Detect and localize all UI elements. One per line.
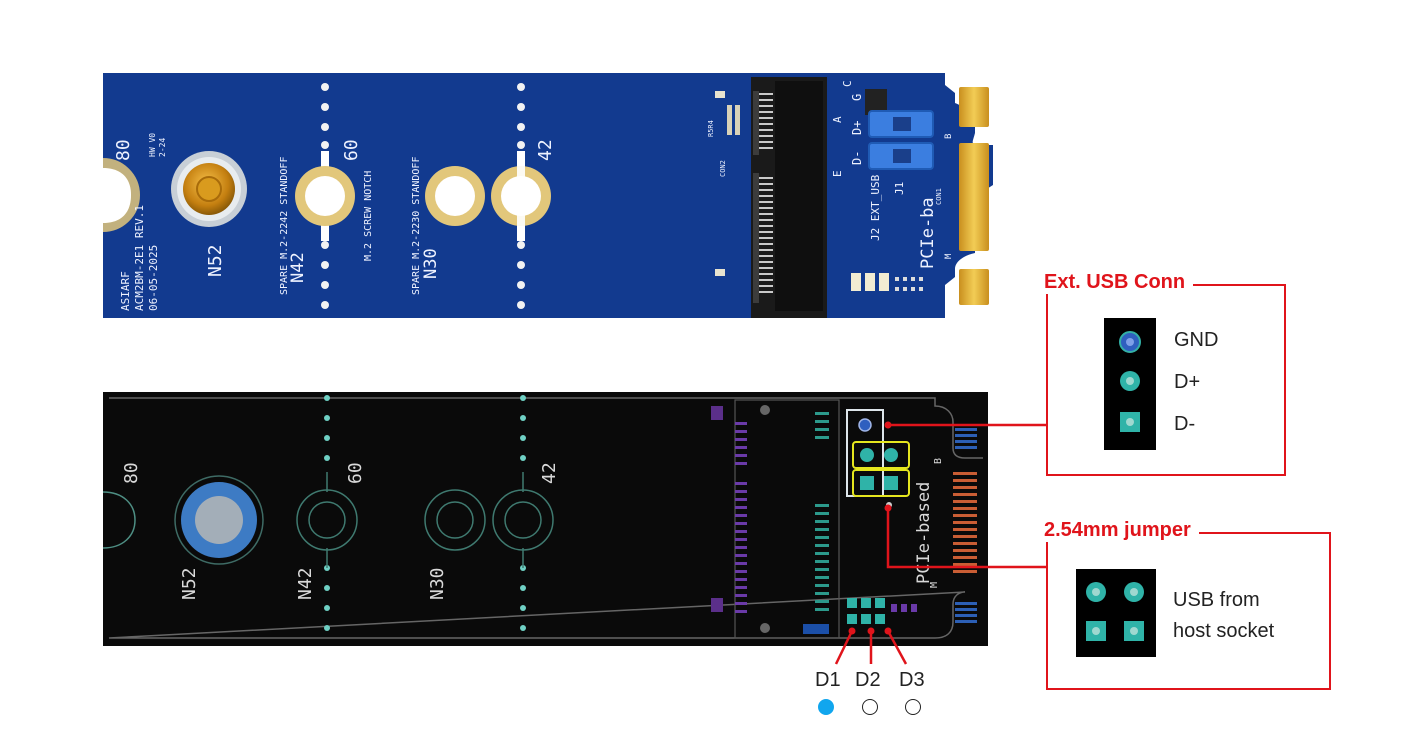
ext-usb-pin-icons bbox=[1119, 331, 1141, 432]
silk-m: M bbox=[944, 253, 954, 259]
jumper-desc-line1: USB from bbox=[1173, 589, 1260, 611]
silk-80: 80 bbox=[113, 139, 134, 161]
silk-b: B bbox=[944, 134, 954, 139]
led-label-d2: D2 bbox=[855, 669, 881, 691]
pcb-bottom-layout: 80 N52 N42 60 N30 42 PCIe-based B M bbox=[103, 392, 988, 646]
via-column-left bbox=[321, 83, 329, 309]
silk-n30: N30 bbox=[421, 248, 441, 279]
silk-a: A bbox=[831, 116, 844, 123]
silk-screw-notch: M.2 SCREW NOTCH bbox=[363, 171, 374, 261]
cad-silk-b: B bbox=[933, 458, 944, 464]
cad-silk-60: 60 bbox=[345, 462, 366, 484]
cad-silk-m: M bbox=[929, 582, 940, 588]
pcb-top-photo: 80 HW V0 2-24 ASIARF ACM2BM-2E1 REV.1 06… bbox=[103, 73, 993, 318]
jumper-callout-title: 2.54mm jumper bbox=[1036, 519, 1199, 542]
silk-n42: N42 bbox=[288, 252, 308, 283]
led-label-d1: D1 bbox=[815, 669, 841, 691]
silk-c: C bbox=[841, 80, 854, 87]
cad-silk-n30: N30 bbox=[427, 567, 448, 600]
cad-silk-n42: N42 bbox=[295, 567, 316, 600]
leader-d1 bbox=[834, 630, 854, 665]
ext-usb-callout-title: Ext. USB Conn bbox=[1036, 271, 1194, 294]
cad-silk-pcie-based: PCIe-based bbox=[914, 482, 934, 584]
silk-hw-version: HW V0 bbox=[148, 133, 157, 157]
cad-silk-42: 42 bbox=[539, 462, 560, 484]
silk-model: ACM2BM-2E1 REV.1 bbox=[133, 205, 146, 311]
silk-brand: ASIARF bbox=[119, 271, 132, 311]
jumper-desc-line2: host socket bbox=[1173, 620, 1275, 642]
silk-hw-version-date: 2-24 bbox=[158, 138, 167, 157]
gold-fingers bbox=[959, 87, 989, 305]
silk-60: 60 bbox=[341, 139, 362, 161]
cad-silk-n52: N52 bbox=[179, 567, 200, 600]
pin-label-gnd: GND bbox=[1174, 329, 1219, 351]
silk-pcie: PCIe-ba bbox=[918, 197, 938, 269]
silk-n52: N52 bbox=[205, 244, 226, 277]
ext-usb-callout-box bbox=[1046, 284, 1286, 476]
silk-g: G bbox=[850, 94, 864, 101]
silk-dminus: D- bbox=[850, 151, 864, 165]
silk-con2: CON2 bbox=[719, 160, 727, 177]
silk-42: 42 bbox=[535, 139, 556, 161]
leader-d3 bbox=[886, 630, 908, 665]
ext-usb-pinout-swatch bbox=[1104, 318, 1156, 450]
silk-rsr4: R5R4 bbox=[707, 120, 715, 137]
led-indicator-d1 bbox=[818, 699, 834, 715]
silk-dplus: D+ bbox=[850, 121, 864, 135]
jumper-pads-swatch bbox=[1076, 569, 1156, 657]
leader-jumper bbox=[886, 508, 1048, 569]
pin-label-dplus: D+ bbox=[1174, 371, 1201, 393]
pcb-bottom-outline bbox=[108, 397, 983, 639]
pin-label-dminus: D- bbox=[1174, 413, 1196, 435]
silk-e: E bbox=[831, 170, 844, 177]
led-indicator-d2 bbox=[862, 699, 878, 715]
silk-date: 06-05-2025 bbox=[147, 245, 160, 311]
silk-con1: CON1 bbox=[935, 188, 943, 205]
silk-ext-usb: J2 EXT_USB bbox=[869, 174, 882, 241]
silk-spare-2242: SPARE M.2-2242 STANDOFF bbox=[279, 157, 290, 295]
jumper-pad-icons bbox=[1086, 582, 1144, 641]
led-label-d3: D3 bbox=[899, 669, 925, 691]
silk-j1: J1 bbox=[893, 182, 906, 195]
silk-spare-2230: SPARE M.2-2230 STANDOFF bbox=[411, 157, 422, 295]
via-column-right bbox=[517, 83, 525, 309]
cad-silk-80: 80 bbox=[121, 462, 142, 484]
led-indicator-d3 bbox=[905, 699, 921, 715]
